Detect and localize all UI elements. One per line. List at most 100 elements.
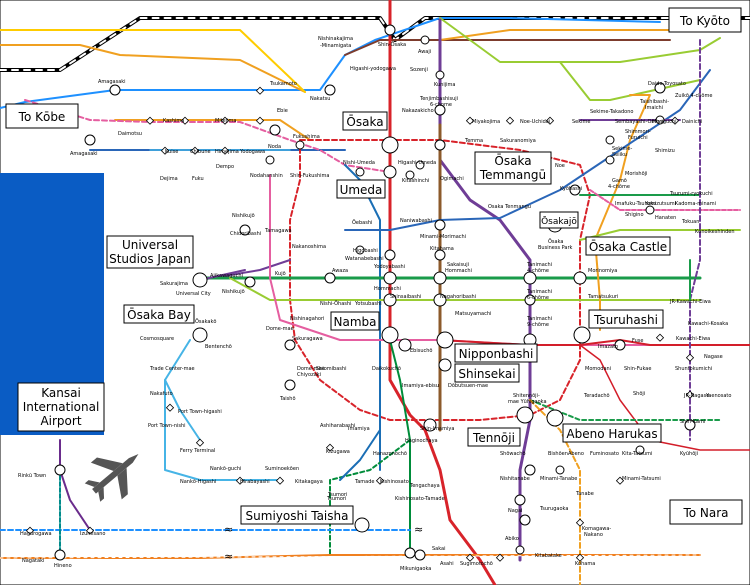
station-kujo: Kujō [275, 271, 286, 277]
station-tanimachi4-1: Tanimachi [526, 262, 552, 268]
station-nishinagahori: Nishinagahori [290, 316, 324, 322]
midosuji-line [388, 0, 497, 585]
hineno-dot [54, 549, 66, 561]
station-tsurugaoka: Tsurugaoka [539, 506, 568, 512]
jr-osaka-loop-line [289, 139, 591, 421]
station-temma: Temma [464, 138, 483, 144]
station-kyobashi: Kyōbashi [560, 186, 582, 192]
station-bentencho: Bentenchō [205, 344, 232, 350]
kitashimachi-dot [514, 494, 526, 506]
station-ebisucho: Ebisuchō [410, 348, 432, 354]
station-osakako: Ōsakakō [195, 318, 216, 325]
station-sembayashi-omiya: Sembayashi-Omiya [615, 119, 664, 125]
station-labels: Shin-Ōsaka Nishinakajima -Minamigata Hig… [18, 36, 735, 572]
station-kizugawa: Kizugawa [326, 449, 350, 455]
station-kishinosato-tamade: Kishinosato-Tamade [395, 496, 445, 502]
station-obp-1: Ōsaka [548, 238, 563, 245]
kitashinchi-dot [405, 170, 415, 180]
station-taishibashi-1: Taishibashi- [639, 99, 669, 105]
tenmangu-label-1: Ōsaka [494, 154, 531, 168]
station-fuse: Fuse [632, 338, 643, 344]
dome-mae-dot [284, 339, 296, 351]
station-kitabatake: Kitabatake [535, 553, 562, 559]
station-domae-chiyozaki-1: Dome-mae [297, 366, 325, 372]
nankai-koya-line [329, 439, 411, 556]
station-sakuranomiya: Sakuranomiya [500, 138, 536, 144]
jr-gakkentoshi-line [439, 17, 721, 63]
kansai-airport-label-3: Airport [40, 414, 81, 428]
station-bishoen: Bishōen [548, 451, 568, 457]
station-hagurogawa: Hagurogawa [20, 531, 52, 537]
tennoji-dot [516, 406, 534, 424]
bentencho-dot [192, 327, 208, 343]
osaka-label: Ōsaka [346, 115, 383, 129]
station-kitakagaya: Kitakagaya [295, 479, 323, 485]
station-sakurajima: Sakurajima [160, 281, 188, 287]
station-port-town-higashi: Port Town-higashi [178, 409, 222, 415]
station-suminoekoen: Suminoekōen [265, 466, 299, 472]
higobashi-dot [355, 245, 365, 255]
nodahanshin-dot [265, 155, 275, 165]
station-shinsaibashi: Shinsaibashi [390, 294, 421, 300]
station-kyuhoji: Kyūhōji [680, 451, 698, 457]
nagahori-line [229, 277, 701, 301]
station-mikunihonmachi: Higashi-yodogawa [350, 66, 396, 72]
station-hineno: Hineno [54, 563, 72, 569]
station-izumisano: Izumisano [80, 531, 105, 537]
station-teradacho: Teradachō [583, 393, 610, 399]
osakajo-label: Ōsakajō [541, 216, 577, 227]
station-nakafuto: Nakafuto [150, 391, 173, 397]
hankyu-line-yellow [0, 29, 306, 93]
station-obp-2: Business Park [538, 245, 573, 251]
nakatsu-station-dot [324, 84, 336, 96]
station-tenjimbashisuji-2: 6-chome [430, 102, 452, 108]
station-tsumori: Tsumori [326, 496, 346, 502]
station-tanimachi4-2: 4-chōme [527, 268, 549, 274]
station-ashiharabashi: Ashiharabashi [320, 423, 355, 429]
station-tenjimbashisuji-1: Tenjimbashisuji [419, 96, 458, 102]
station-dainichi: Dainichi [682, 119, 702, 125]
tennoji-label: Tennōji [472, 431, 515, 445]
station-shimmori-1: Shimmori- [625, 129, 651, 135]
station-taisho: Taishō [279, 396, 296, 402]
station-dome-mae: Dome-mae [266, 326, 294, 332]
awaza-dot [324, 272, 336, 284]
station-kadoma-minami: Kadoma-minami [675, 201, 716, 207]
morishoji-dot [605, 155, 615, 165]
amagasaki-station-dot [109, 84, 121, 96]
station-amagasaki-a: Amagasaki [98, 79, 126, 85]
station-tokuan: Tokuan [681, 219, 699, 225]
station-konoike: Kōnoikeshinden [695, 229, 735, 235]
station-daimotsu: Daimotsu [118, 131, 142, 137]
jr-yamatoji-line [529, 399, 721, 421]
station-watanabebashi: Watanabebashi [345, 256, 384, 262]
station-nodahanshin: Nodahanshin [250, 173, 283, 179]
station-kunijima: Kunijima [434, 82, 455, 88]
tanimachi6-dot [524, 294, 536, 306]
tenjimbashisuji-dot [434, 104, 446, 116]
umeda-label: Umeda [340, 183, 383, 197]
sakaisuji-hommachi-dot [433, 271, 447, 285]
minami-tatsumi-dot [635, 445, 645, 455]
hankyu-kobe-line [0, 44, 306, 93]
station-cosmosquare: Cosmosquare [140, 336, 174, 342]
station-kawachi-kosaka: Kawachi-Kosaka [688, 321, 728, 327]
station-tanimachi6-1: Tanimachi [526, 289, 552, 295]
nagai-dot [519, 514, 531, 526]
station-komagawa-2: Nakano [584, 532, 603, 538]
station-yodogawa: Yodogawa [239, 149, 265, 155]
label-boxes: To Kyōto To Kōbe To Nara Kansai Internat… [5, 7, 743, 525]
station-nanko-guchi: Nankō-guchi [210, 466, 241, 472]
fukushima-dot [295, 140, 305, 150]
minor-station-markers [25, 86, 695, 562]
gap-marker-3: ≈ [224, 523, 233, 536]
station-morishoji: Morishōji [625, 171, 647, 177]
station-gamo-1: Gamō [612, 178, 627, 184]
station-nakazakicho: Nakazakicho [402, 108, 434, 114]
station-tamade: Tamade [354, 479, 374, 485]
station-imamiya: Imamiya [348, 426, 370, 432]
imazatosuji-line [594, 94, 651, 331]
station-oebashi: Ōebashi [352, 219, 372, 226]
nishikujo-dot [239, 224, 251, 236]
station-sakaisuji-2: Hommachi [445, 268, 472, 274]
